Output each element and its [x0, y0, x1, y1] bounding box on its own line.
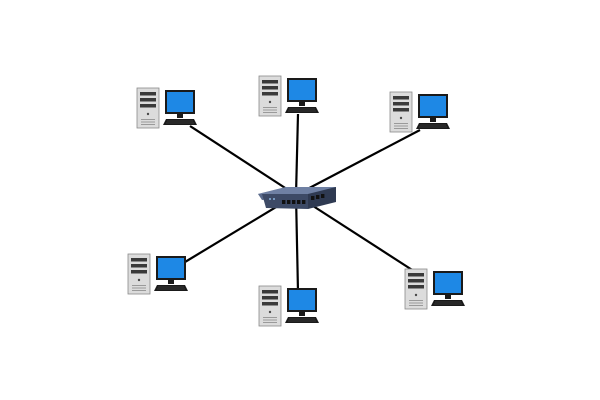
desktop-computer-icon [258, 75, 320, 117]
desktop-computer-icon [136, 87, 198, 129]
link-bottom-center [294, 194, 300, 293]
desktop-computer-icon [404, 268, 466, 310]
link-top-left [189, 125, 297, 196]
desktop-computer-icon [127, 253, 189, 295]
desktop-computer-icon [389, 91, 451, 133]
link-top-right [295, 129, 421, 196]
desktop-computer-icon [258, 285, 320, 327]
network-switch-icon [258, 187, 336, 209]
link-top-center [294, 113, 300, 196]
link-bottom-right [295, 194, 421, 276]
switch-ports [282, 194, 325, 204]
